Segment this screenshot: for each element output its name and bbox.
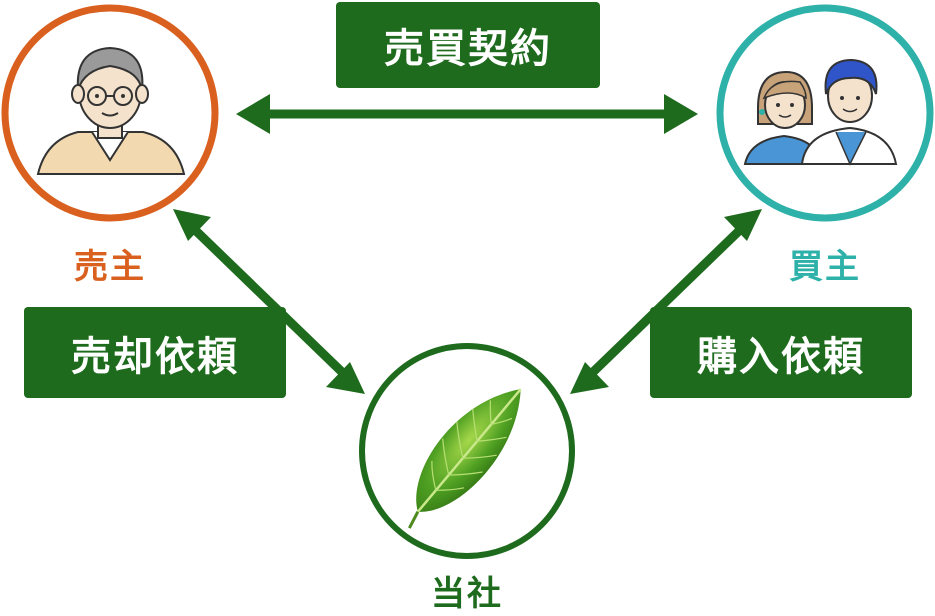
seller-label: 売主 [74, 247, 146, 287]
elderly-man-icon [36, 46, 186, 175]
young-couple-icon [743, 58, 898, 166]
arrow-purchase-request [570, 209, 762, 394]
company-node [359, 343, 575, 559]
purchase-request-label: 購入依頼 [650, 307, 912, 398]
contract-label: 売買契約 [336, 2, 600, 88]
sale-request-label: 売却依頼 [24, 307, 286, 398]
buyer-label: 買主 [789, 247, 861, 287]
seller-node [1, 4, 219, 222]
company-label: 当社 [431, 574, 503, 614]
buyer-node [716, 4, 934, 222]
green-leaf-icon [408, 388, 522, 529]
arrow-contract [236, 94, 698, 134]
arrow-sale-request [173, 209, 365, 394]
